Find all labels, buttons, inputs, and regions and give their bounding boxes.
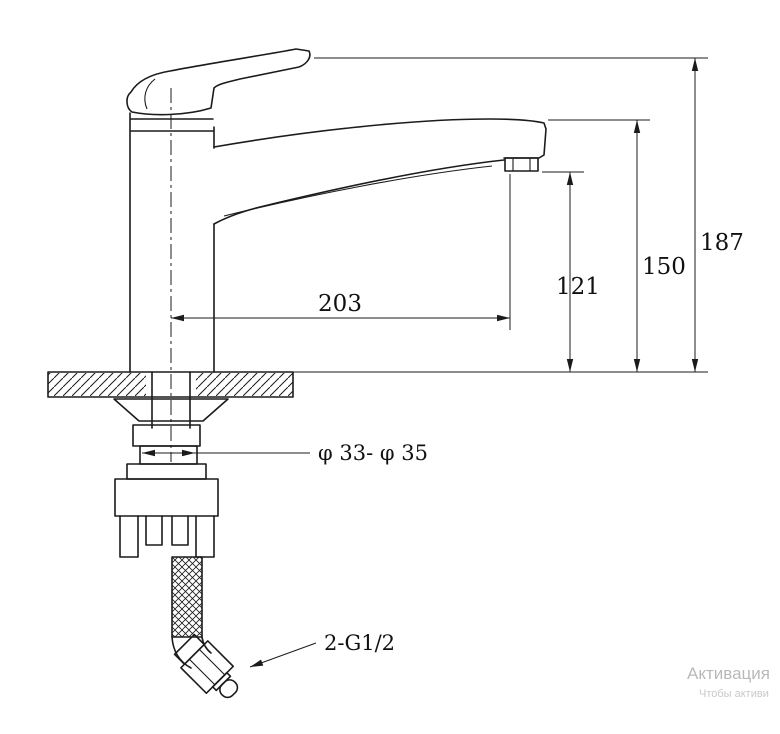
thread-leader — [249, 642, 317, 668]
handle-lever — [126, 48, 311, 116]
spout-inner-line — [223, 165, 493, 217]
aerator-outlet — [504, 157, 539, 172]
countertop — [47, 371, 294, 398]
fitting-washer — [211, 671, 232, 692]
mounting-nut-tabs — [119, 515, 215, 558]
fitting-tip — [219, 679, 239, 699]
spout-bottom-edge — [213, 159, 505, 225]
dimension-thread: 2-G1/2 — [249, 631, 395, 668]
dimension-reach: 203 — [171, 291, 510, 322]
mounting-nut — [114, 478, 219, 517]
mounting-hardware — [113, 371, 239, 699]
supply-hose — [171, 556, 203, 638]
countertop-hatch-right — [196, 373, 293, 396]
aerator-detail — [512, 158, 531, 171]
watermark-line1: Активация — [687, 664, 770, 683]
dim-label-203: 203 — [318, 291, 362, 317]
flange-washer — [113, 398, 229, 422]
dimension-spout-height: 150 — [633, 120, 686, 372]
spacer-lower — [139, 445, 198, 465]
watermark-line2: Чтобы активи — [699, 688, 769, 700]
supply-hose-braid — [172, 557, 202, 637]
dimension-total-height: 187 — [691, 58, 744, 372]
dim-label-diameter: φ 33- φ 35 — [318, 441, 428, 465]
countertop-surfaces — [47, 371, 294, 398]
dim-label-187: 187 — [700, 230, 744, 256]
dimension-outlet-height: 121 — [556, 172, 600, 372]
body-column — [129, 112, 215, 373]
extension-lines — [293, 57, 708, 373]
faucet-outline — [126, 48, 547, 373]
hose-bend — [171, 636, 212, 669]
fitting-nut-facets — [189, 649, 226, 686]
activation-watermark: Активация Чтобы активи — [687, 664, 770, 700]
countertop-hatch-left — [48, 373, 146, 396]
neck-joint — [130, 118, 214, 132]
hose-end-fitting — [173, 633, 239, 699]
dim-label-150: 150 — [642, 254, 686, 280]
spout-top-edge — [213, 118, 547, 159]
dim-label-121: 121 — [556, 274, 600, 300]
dim-label-thread: 2-G1/2 — [324, 631, 395, 655]
dimensions: 187 150 121 203 φ 33- φ 35 2-G1/2 — [142, 57, 744, 668]
dimension-hole-diameter: φ 33- φ 35 — [142, 441, 428, 465]
threaded-shank — [151, 371, 191, 429]
handle-detail-line — [144, 78, 156, 110]
lock-washer — [126, 463, 207, 480]
